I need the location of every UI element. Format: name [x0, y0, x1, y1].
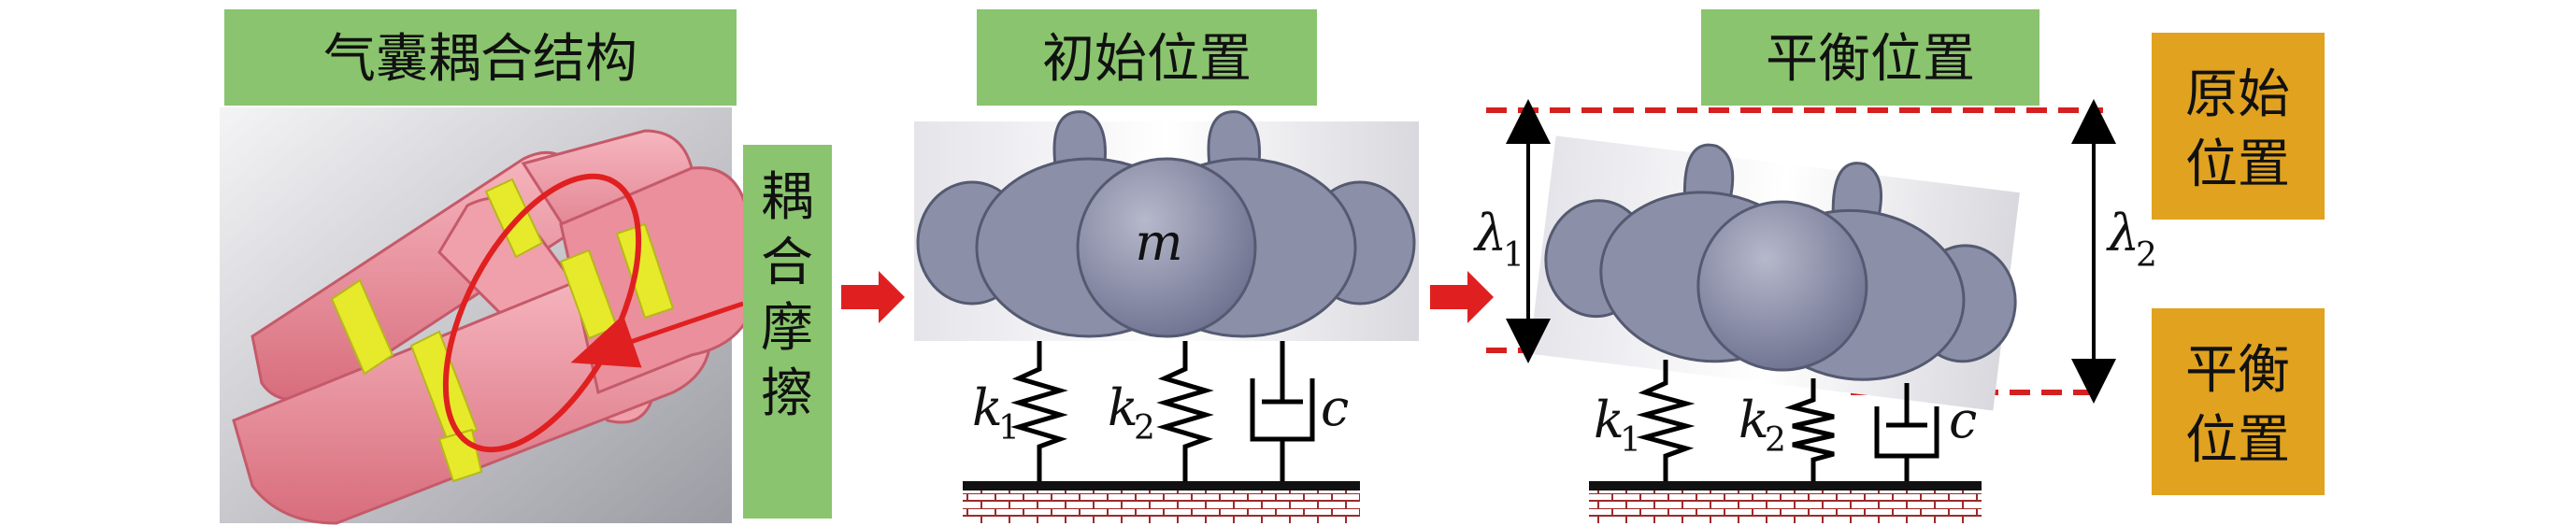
airbag-panel: 气囊耦合结构 耦 合 摩 擦	[220, 9, 832, 525]
flow-arrow-2	[1430, 271, 1494, 323]
balance-position-line2: 位置	[2185, 410, 2290, 471]
k2-subscript: 2	[1134, 409, 1155, 448]
lambda1-label: λ	[1473, 204, 1507, 263]
original-position-box	[2152, 33, 2325, 220]
ground-line-eq	[1589, 481, 1982, 490]
initial-title: 初始位置	[1042, 29, 1252, 90]
mass-label: m	[1135, 213, 1182, 272]
balance-position-line1: 平衡	[2185, 340, 2290, 401]
friction-char-1: 耦	[761, 167, 813, 228]
original-position-line2: 位置	[2185, 135, 2290, 195]
airbag-model	[232, 129, 754, 525]
lambda1-subscript: 1	[1503, 236, 1524, 275]
lambda2-label: λ	[2106, 204, 2140, 263]
ground-line	[963, 481, 1360, 490]
spring-k1	[1010, 341, 1068, 486]
friction-char-2: 合	[761, 233, 813, 293]
spring-k2-eq	[1784, 378, 1835, 486]
friction-char-4: 擦	[761, 363, 813, 424]
lambda2-subscript: 2	[2136, 236, 2157, 275]
balance-position-box	[2152, 308, 2325, 495]
friction-label-box	[743, 145, 832, 519]
friction-arrow	[570, 301, 744, 368]
flow-arrow-1	[841, 271, 905, 323]
mass-model	[916, 110, 1416, 338]
k1-label: k	[972, 378, 1003, 437]
k2-label: k	[1108, 378, 1138, 437]
spring-k2	[1156, 341, 1214, 486]
ground-base-eq	[1589, 490, 1982, 523]
k2-eq-subscript: 2	[1765, 421, 1786, 460]
tilted-mass	[1529, 135, 2020, 411]
damper-label: c	[1321, 378, 1349, 437]
equilibrium-title-box	[1701, 9, 2039, 106]
friction-char-3: 摩	[761, 298, 813, 359]
damper-c	[1250, 341, 1315, 486]
equilibrium-panel: 平衡位置 λ 1 λ 2	[1473, 9, 2325, 523]
initial-panel: 初始位置 m k 1 k 2 c	[914, 9, 1419, 523]
initial-title-box	[977, 9, 1317, 106]
equilibrium-title: 平衡位置	[1766, 29, 1975, 90]
k1-eq-label: k	[1594, 391, 1624, 449]
k1-eq-subscript: 1	[1620, 421, 1641, 460]
damper-c-eq	[1874, 383, 1939, 486]
k1-subscript: 1	[998, 409, 1020, 448]
ground-base	[963, 490, 1360, 523]
spring-k1-eq	[1636, 360, 1696, 486]
airbag-title: 气囊耦合结构	[323, 29, 637, 90]
k2-eq-label: k	[1739, 391, 1769, 449]
original-position-line1: 原始	[2185, 64, 2290, 125]
damper-eq-label: c	[1949, 391, 1977, 449]
yellow-band	[330, 278, 394, 376]
airbag-title-box	[224, 9, 737, 106]
